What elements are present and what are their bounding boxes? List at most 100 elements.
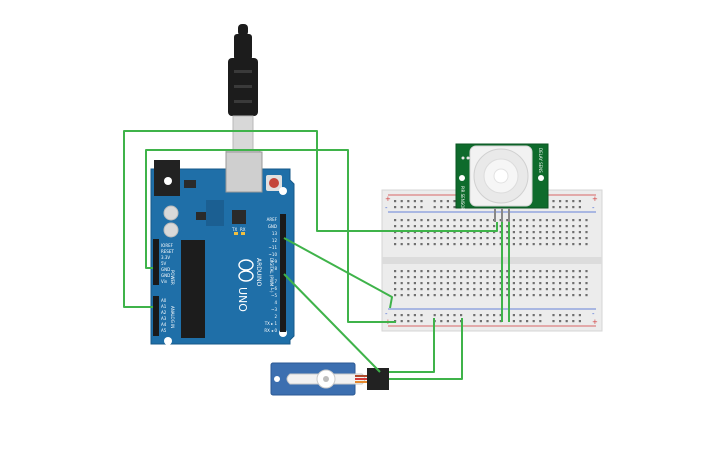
breadboard-hole[interactable] xyxy=(565,231,568,234)
breadboard-hole[interactable] xyxy=(433,200,436,203)
wire-gnd-to-top-rail[interactable] xyxy=(123,130,498,308)
breadboard-hole[interactable] xyxy=(506,237,509,240)
breadboard-hole[interactable] xyxy=(493,243,496,246)
breadboard-hole[interactable] xyxy=(394,314,397,317)
breadboard-hole[interactable] xyxy=(559,243,562,246)
breadboard-hole[interactable] xyxy=(539,243,542,246)
breadboard-hole[interactable] xyxy=(526,219,529,222)
breadboard-hole[interactable] xyxy=(413,294,416,297)
breadboard-hole[interactable] xyxy=(519,320,522,323)
breadboard-hole[interactable] xyxy=(440,200,443,203)
breadboard-hole[interactable] xyxy=(552,282,555,285)
breadboard-hole[interactable] xyxy=(539,270,542,273)
breadboard-hole[interactable] xyxy=(585,231,588,234)
breadboard-hole[interactable] xyxy=(466,243,469,246)
breadboard-hole[interactable] xyxy=(578,288,581,291)
breadboard-hole[interactable] xyxy=(572,219,575,222)
breadboard-hole[interactable] xyxy=(446,200,449,203)
breadboard-hole[interactable] xyxy=(545,231,548,234)
breadboard-hole[interactable] xyxy=(446,237,449,240)
breadboard-hole[interactable] xyxy=(572,200,575,203)
breadboard-hole[interactable] xyxy=(572,237,575,240)
wire-servo-gnd[interactable] xyxy=(389,318,435,373)
breadboard-hole[interactable] xyxy=(466,288,469,291)
breadboard-hole[interactable] xyxy=(512,231,515,234)
breadboard-hole[interactable] xyxy=(400,243,403,246)
breadboard-hole[interactable] xyxy=(394,270,397,273)
breadboard-hole[interactable] xyxy=(526,231,529,234)
breadboard-hole[interactable] xyxy=(585,219,588,222)
breadboard-hole[interactable] xyxy=(433,206,436,209)
breadboard-hole[interactable] xyxy=(407,314,410,317)
breadboard-hole[interactable] xyxy=(440,276,443,279)
breadboard-hole[interactable] xyxy=(460,225,463,228)
breadboard-hole[interactable] xyxy=(506,288,509,291)
breadboard-hole[interactable] xyxy=(565,282,568,285)
breadboard-hole[interactable] xyxy=(552,320,555,323)
breadboard-hole[interactable] xyxy=(578,225,581,228)
breadboard-hole[interactable] xyxy=(460,282,463,285)
breadboard-hole[interactable] xyxy=(479,276,482,279)
breadboard-hole[interactable] xyxy=(440,225,443,228)
wires[interactable] xyxy=(123,130,510,380)
breadboard-hole[interactable] xyxy=(519,237,522,240)
breadboard-hole[interactable] xyxy=(585,225,588,228)
breadboard-hole[interactable] xyxy=(420,219,423,222)
breadboard-hole[interactable] xyxy=(526,288,529,291)
breadboard-hole[interactable] xyxy=(552,200,555,203)
breadboard-hole[interactable] xyxy=(519,314,522,317)
breadboard-hole[interactable] xyxy=(519,294,522,297)
breadboard-hole[interactable] xyxy=(420,206,423,209)
breadboard-hole[interactable] xyxy=(519,225,522,228)
breadboard-hole[interactable] xyxy=(433,231,436,234)
breadboard-hole[interactable] xyxy=(519,276,522,279)
breadboard-hole[interactable] xyxy=(433,282,436,285)
breadboard-hole[interactable] xyxy=(394,276,397,279)
wire-pin-to-servo[interactable] xyxy=(283,273,381,373)
breadboard-hole[interactable] xyxy=(578,314,581,317)
breadboard-hole[interactable] xyxy=(512,320,515,323)
breadboard-hole[interactable] xyxy=(499,320,502,323)
breadboard-hole[interactable] xyxy=(532,231,535,234)
breadboard-hole[interactable] xyxy=(453,225,456,228)
breadboard-hole[interactable] xyxy=(420,320,423,323)
breadboard-hole[interactable] xyxy=(473,294,476,297)
breadboard-hole[interactable] xyxy=(552,237,555,240)
breadboard-hole[interactable] xyxy=(572,231,575,234)
breadboard-hole[interactable] xyxy=(585,282,588,285)
breadboard-hole[interactable] xyxy=(486,314,489,317)
breadboard-hole[interactable] xyxy=(526,270,529,273)
breadboard-hole[interactable] xyxy=(473,219,476,222)
breadboard-hole[interactable] xyxy=(446,314,449,317)
breadboard-hole[interactable] xyxy=(539,219,542,222)
breadboard-hole[interactable] xyxy=(493,288,496,291)
breadboard-hole[interactable] xyxy=(473,282,476,285)
breadboard-hole[interactable] xyxy=(585,270,588,273)
breadboard-hole[interactable] xyxy=(519,288,522,291)
breadboard-hole[interactable] xyxy=(413,219,416,222)
breadboard-hole[interactable] xyxy=(427,282,430,285)
breadboard-hole[interactable] xyxy=(552,294,555,297)
breadboard-hole[interactable] xyxy=(394,231,397,234)
breadboard-hole[interactable] xyxy=(479,219,482,222)
breadboard-hole[interactable] xyxy=(526,276,529,279)
breadboard-hole[interactable] xyxy=(532,276,535,279)
breadboard-hole[interactable] xyxy=(572,314,575,317)
breadboard-hole[interactable] xyxy=(453,219,456,222)
breadboard-hole[interactable] xyxy=(394,237,397,240)
breadboard-hole[interactable] xyxy=(479,270,482,273)
breadboard-hole[interactable] xyxy=(545,276,548,279)
breadboard-hole[interactable] xyxy=(532,294,535,297)
breadboard-hole[interactable] xyxy=(446,294,449,297)
breadboard-hole[interactable] xyxy=(446,225,449,228)
breadboard-hole[interactable] xyxy=(552,243,555,246)
breadboard-hole[interactable] xyxy=(559,237,562,240)
breadboard-hole[interactable] xyxy=(519,243,522,246)
breadboard-hole[interactable] xyxy=(559,270,562,273)
breadboard-hole[interactable] xyxy=(453,270,456,273)
breadboard-hole[interactable] xyxy=(407,225,410,228)
breadboard-hole[interactable] xyxy=(578,206,581,209)
breadboard-hole[interactable] xyxy=(407,288,410,291)
breadboard-hole[interactable] xyxy=(440,314,443,317)
